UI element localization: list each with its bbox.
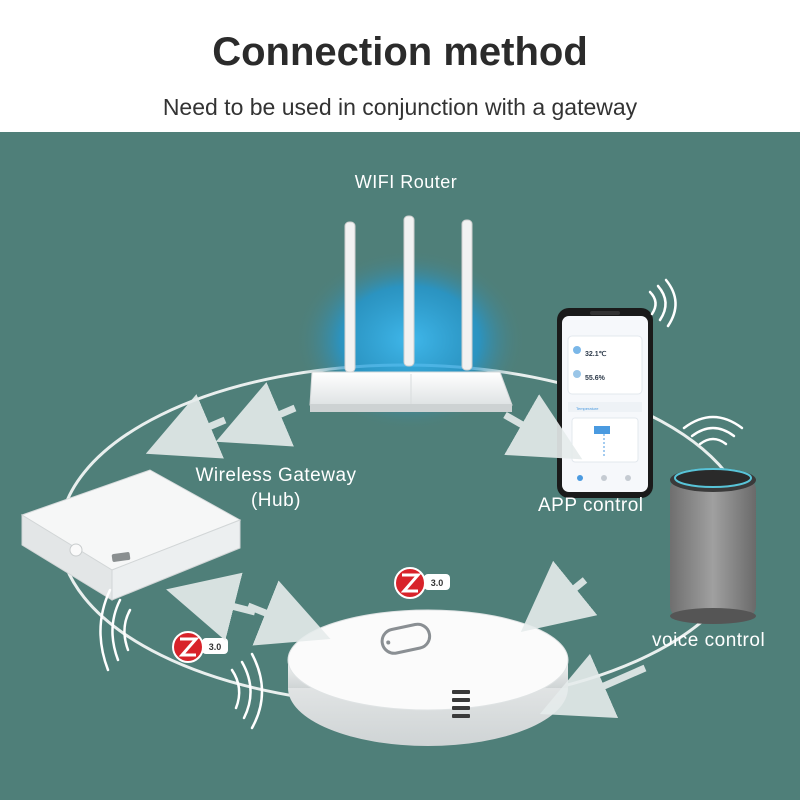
header: Connection method Need to be used in con… <box>0 0 800 132</box>
page-title: Connection method <box>212 30 588 74</box>
gateway-label-line1: Wireless Gateway <box>195 465 357 486</box>
gateway-label: Wireless Gateway (Hub) <box>176 463 376 513</box>
zigbee-badge-icon <box>394 567 450 599</box>
gateway-label-line2: (Hub) <box>250 490 301 511</box>
smart-speaker-icon <box>670 468 756 624</box>
zigbee-version-label: 3.0 <box>431 578 444 588</box>
phone-wifi-waves <box>648 278 677 328</box>
wireless-gateway-hub-icon <box>20 469 242 601</box>
voice-control-label: voice control <box>652 630 766 651</box>
smartphone-app-icon <box>557 308 653 498</box>
wifi-router-icon <box>309 371 513 412</box>
hub-signal-waves <box>99 588 264 730</box>
phone-tab: Temperature <box>576 406 599 411</box>
speaker-sound-waves <box>682 415 744 446</box>
page-subtitle: Need to be used in conjunction with a ga… <box>162 94 638 120</box>
router-antennas <box>344 215 473 373</box>
app-control-label: APP control <box>538 495 644 516</box>
temperature-humidity-sensor-icon <box>287 609 569 746</box>
zigbee-version-label: 3.0 <box>209 642 222 652</box>
phone-temperature: 32.1℃ <box>585 350 607 358</box>
phone-humidity: 55.6% <box>585 375 606 382</box>
router-label: WIFI Router <box>354 172 458 192</box>
flow-arrows <box>145 382 647 719</box>
